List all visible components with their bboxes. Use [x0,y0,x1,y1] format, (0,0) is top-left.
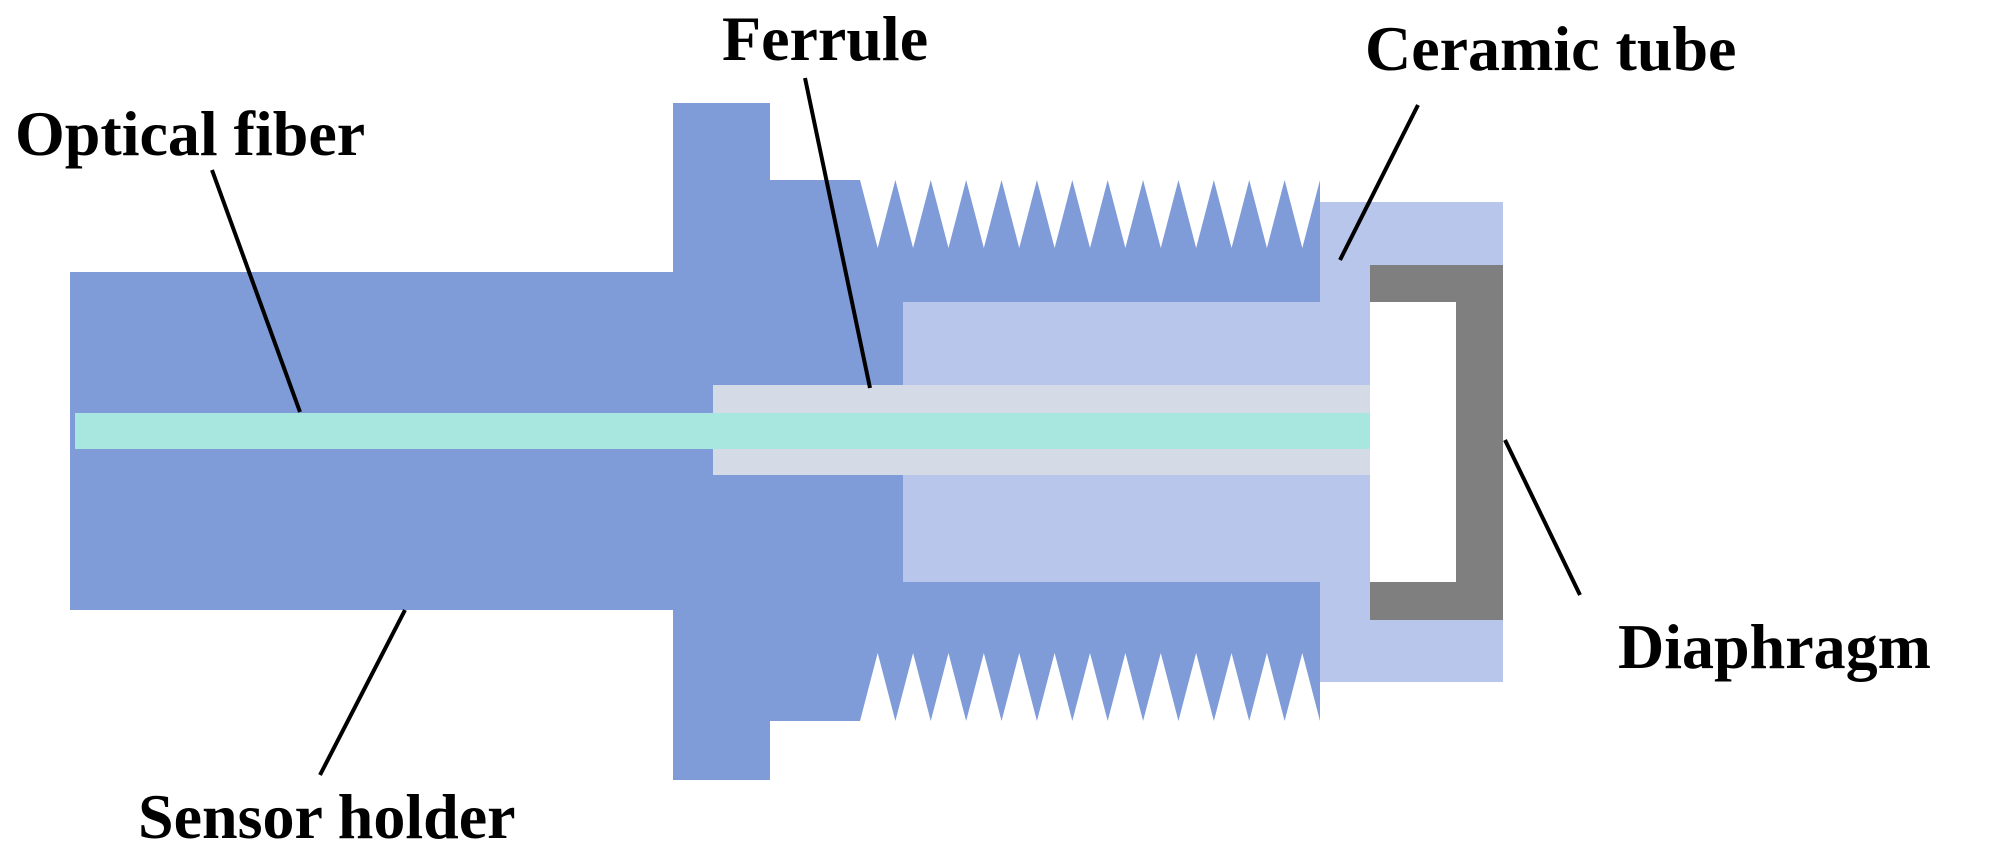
fabry-perot-cavity [1370,302,1456,582]
holder-thread-teeth-bottom [860,653,1320,721]
label-diaphragm: Diaphragm [1618,611,1931,682]
label-optical-fiber: Optical fiber [15,98,365,169]
holder-thread-teeth-top [860,180,1320,248]
leader-line-ceramic-tube [1338,104,1420,261]
label-ceramic-tube: Ceramic tube [1365,13,1736,84]
optical-fiber [75,413,1370,449]
label-sensor-holder: Sensor holder [138,781,516,852]
leader-lines [210,77,1582,776]
leader-line-ferrule [803,77,872,389]
leader-line-diaphragm [1503,439,1582,596]
diaphragm [1370,265,1503,620]
leader-line-sensor-holder [318,609,407,776]
leader-line-optical-fiber [210,169,302,413]
label-ferrule: Ferrule [722,3,928,74]
